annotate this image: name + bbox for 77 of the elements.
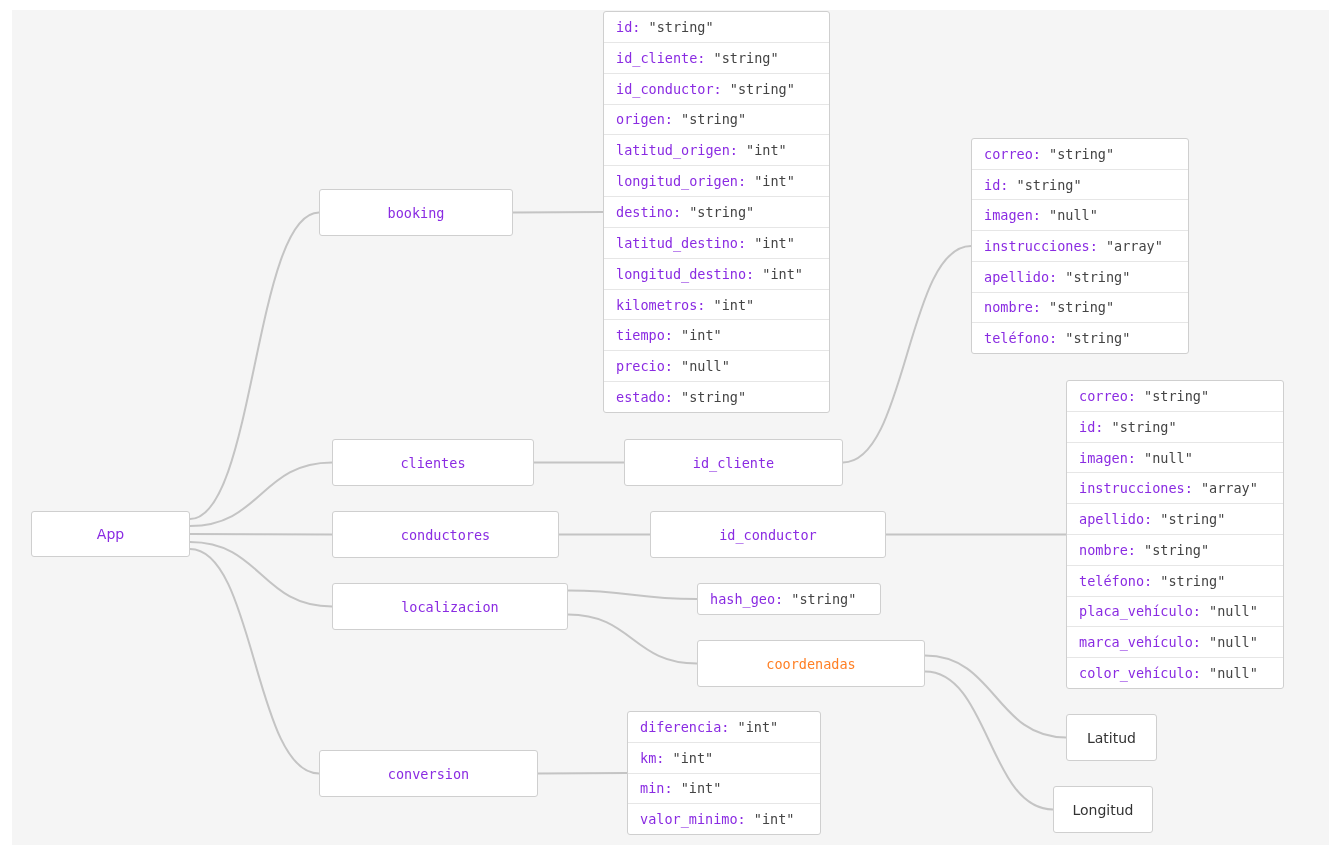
field-row: teléfono: "string" (1067, 564, 1283, 596)
field-row-text: id: "string" (615, 17, 715, 37)
field-row: apellido: "string" (1067, 503, 1283, 534)
node-label: Longitud (1072, 801, 1134, 818)
field-row: id_cliente: "string" (604, 41, 829, 73)
field-row: id: "string" (972, 168, 1188, 200)
field-row: imagen: "null" (1067, 441, 1283, 473)
field-row-text: correo: "string" (1078, 386, 1211, 406)
field-list-box (697, 583, 881, 615)
field-row: marca_vehículo: "null" (1067, 626, 1283, 658)
field-row-text: correo: "string" (983, 144, 1116, 164)
field-row: teléfono: "string" (972, 322, 1188, 353)
field-list-box (603, 11, 830, 413)
connector (512, 211, 604, 214)
field-row: latitud_destino: "int" (604, 226, 829, 258)
node-box (1053, 786, 1153, 833)
field-row-text: diferencia: "int" (639, 717, 780, 737)
field-row: apellido: "string" (972, 260, 1188, 292)
field-row: origen: "string" (604, 103, 829, 135)
connector (537, 772, 628, 775)
node-label: localizacion (401, 598, 499, 615)
connector (567, 613, 698, 665)
node-label: coordenadas (766, 655, 856, 672)
field-row: color_vehículo: "null" (1067, 657, 1283, 688)
field-list-box (971, 138, 1189, 354)
node-box (31, 511, 190, 557)
field-list-box (1066, 380, 1284, 689)
node-box (624, 439, 843, 486)
connector (558, 533, 651, 536)
node-box (332, 583, 568, 630)
node-label: id_cliente (692, 454, 775, 471)
field-row: longitud_destino: "int" (604, 257, 829, 289)
node-label: App (96, 526, 125, 542)
field-row: tiempo: "int" (604, 319, 829, 351)
node-box (319, 750, 538, 797)
field-row: precio: "null" (604, 350, 829, 382)
node-label: id_conductor (719, 526, 817, 543)
field-row: valor_minimo: "int" (628, 803, 820, 834)
field-row: instrucciones: "array" (972, 230, 1188, 261)
connector (924, 670, 1054, 811)
node-box (697, 640, 925, 687)
field-row-text: hash_geo: "string" (709, 590, 858, 610)
node-box (1066, 714, 1157, 761)
connector (842, 245, 972, 464)
field-row: destino: "string" (604, 196, 829, 227)
field-row: id_conductor: "string" (604, 72, 829, 104)
field-row: latitud_origen: "int" (604, 134, 829, 166)
field-row: nombre: "string" (1067, 534, 1283, 565)
field-row: instrucciones: "array" (1067, 472, 1283, 504)
node-label: conductores (400, 526, 491, 543)
connector (567, 589, 698, 600)
connector (533, 461, 625, 464)
connector (189, 461, 333, 527)
node-label: clientes (400, 454, 466, 471)
connector (189, 541, 333, 608)
field-row: placa_vehículo: "null" (1067, 595, 1283, 627)
field-list-box (627, 711, 821, 835)
field-row: kilometros: "int" (604, 288, 829, 320)
node-box (650, 511, 886, 558)
node-label: conversion (387, 765, 470, 782)
field-row: imagen: "null" (972, 199, 1188, 231)
field-row: longitud_origen: "int" (604, 165, 829, 197)
node-label: booking (387, 204, 445, 221)
field-row: min: "int" (628, 772, 820, 804)
connector (189, 548, 320, 775)
field-row: km: "int" (628, 741, 820, 773)
connector (189, 533, 333, 536)
node-label: Latitud (1087, 729, 1136, 746)
connector (885, 533, 1067, 536)
node-box (332, 439, 534, 486)
node-box (332, 511, 559, 558)
field-row: estado: "string" (604, 381, 829, 412)
connector (924, 654, 1067, 739)
field-row: nombre: "string" (972, 291, 1188, 323)
connector (189, 211, 320, 520)
node-box (319, 189, 513, 236)
field-row: id: "string" (1067, 410, 1283, 442)
